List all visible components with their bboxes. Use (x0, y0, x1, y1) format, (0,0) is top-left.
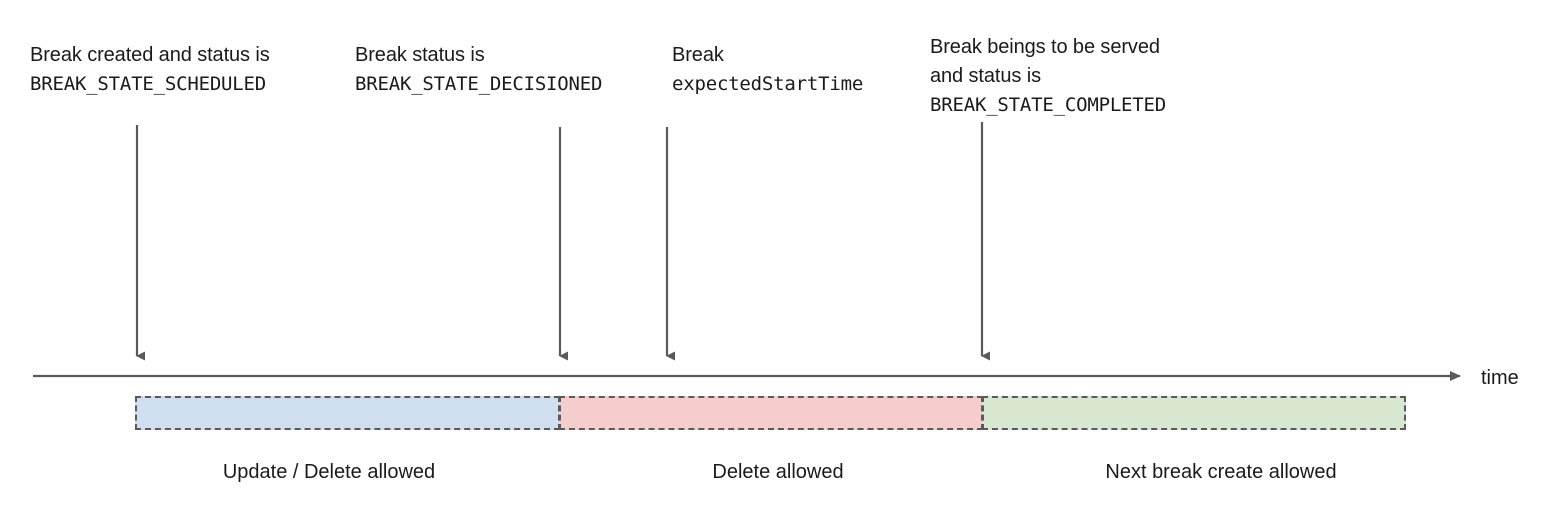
callout-expected-start-prose: Break (672, 44, 724, 66)
callout-decisioned-code: BREAK_STATE_DECISIONED (355, 73, 603, 95)
callout-expected-start-time: Break expectedStartTime (672, 41, 863, 99)
callout-completed-code: BREAK_STATE_COMPLETED (930, 94, 1167, 116)
callout-break-state-decisioned: Break status is BREAK_STATE_DECISIONED (355, 41, 602, 99)
phase-bar-next-break-create-allowed (982, 396, 1406, 430)
phase-bar-delete-allowed (559, 396, 983, 430)
callout-scheduled-prose: Break created and status is (30, 44, 270, 66)
time-axis-label: time (1481, 367, 1519, 389)
callout-completed-prose-line1: Break beings to be served (930, 36, 1160, 58)
phase-caption-next-break-create-allowed: Next break create allowed (1105, 461, 1337, 483)
phase-caption-delete-allowed: Delete allowed (712, 461, 844, 483)
callout-break-state-scheduled: Break created and status is BREAK_STATE_… (30, 41, 270, 99)
callout-break-state-completed: Break beings to be served and status is … (930, 33, 1166, 120)
callout-scheduled-code: BREAK_STATE_SCHEDULED (30, 73, 267, 95)
callout-completed-prose-line2: and status is (930, 65, 1041, 87)
callout-decisioned-prose: Break status is (355, 44, 485, 66)
callout-expected-start-code: expectedStartTime (672, 73, 864, 95)
phase-bar-update-delete-allowed (135, 396, 560, 430)
phase-caption-update-delete-allowed: Update / Delete allowed (222, 461, 436, 483)
